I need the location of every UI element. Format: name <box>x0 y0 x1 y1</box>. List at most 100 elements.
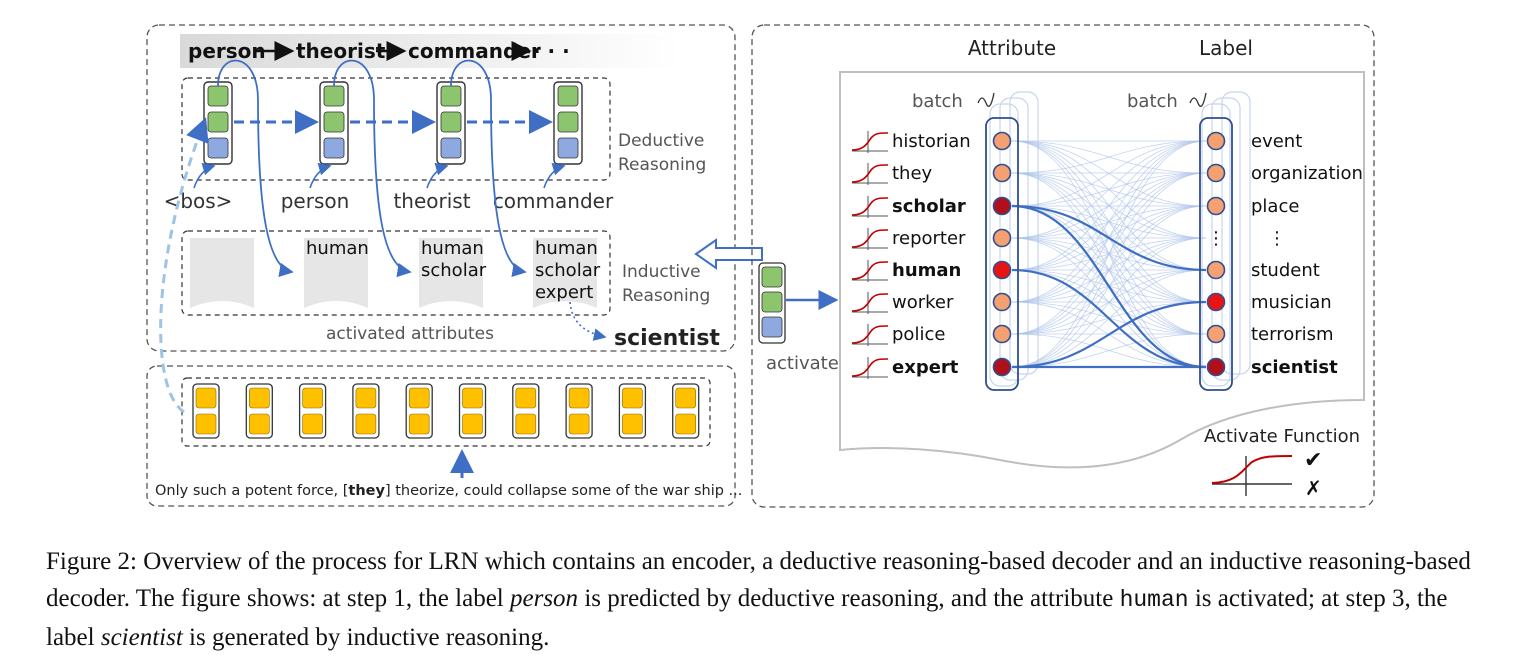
encoder-panel <box>146 365 736 507</box>
strong-connection <box>1011 300 1207 369</box>
encoder-cell <box>515 413 537 435</box>
step-arrows <box>217 59 527 278</box>
deductive-box <box>181 77 611 181</box>
attribute-name: scholar <box>892 196 966 217</box>
to-scientist-arrow <box>569 301 607 341</box>
connection <box>1011 140 1207 174</box>
encoder-cell <box>462 387 483 409</box>
cross-icon: ✗ <box>1305 476 1322 500</box>
encoder-to-decoder-dashed <box>159 117 209 414</box>
encoder-cell <box>675 413 697 435</box>
label-ellipsis: ⋮ <box>1207 228 1225 249</box>
attribute-name: historian <box>892 131 971 152</box>
activate-function-icon <box>1211 455 1293 496</box>
attribute-node <box>992 292 1012 312</box>
card-attribute: scholar <box>535 260 601 281</box>
encoder-cell <box>302 413 323 435</box>
label-name: musician <box>1251 292 1332 313</box>
label-node <box>1206 260 1226 280</box>
attribute-name: worker <box>892 292 954 313</box>
connection <box>1011 172 1207 368</box>
decoder-cell <box>207 85 229 107</box>
network-panel <box>751 24 1375 508</box>
activation-curve-icon <box>851 164 889 183</box>
label-node <box>1206 196 1226 216</box>
label-name: organization <box>1251 163 1363 184</box>
chain-label: · · · <box>533 39 570 63</box>
inductive-output: scientist <box>614 326 720 351</box>
encoder-cell <box>675 387 697 409</box>
decoder-cell <box>207 137 229 159</box>
decoder-input: commander <box>493 189 614 213</box>
decoder-cell <box>440 111 462 133</box>
chain-label: person <box>188 39 266 63</box>
label-node <box>1206 357 1226 377</box>
encoder-cell <box>249 413 270 435</box>
decoder-cell <box>557 111 579 133</box>
step-curve <box>217 59 294 278</box>
decoder-cell <box>440 137 462 159</box>
connection <box>1011 140 1207 239</box>
activate-function-title: Activate Function <box>1204 426 1360 447</box>
attribute-node <box>992 131 1012 151</box>
encoder-cell <box>515 387 537 409</box>
batch-brace-left <box>977 92 995 107</box>
attribute-card <box>190 238 254 308</box>
attribute-name: expert <box>892 357 959 378</box>
label-column <box>1199 117 1233 391</box>
encoder-cell <box>195 387 217 409</box>
connection <box>1011 333 1207 368</box>
attribute-column <box>985 117 1019 391</box>
strong-connection <box>1011 204 1207 369</box>
batch-layer <box>1009 91 1039 375</box>
label-name: student <box>1251 260 1320 281</box>
batch-label-left: batch <box>912 91 963 112</box>
decoder-cell <box>557 85 579 107</box>
activate-cell <box>761 316 783 338</box>
encoder-cell <box>408 387 430 409</box>
bidirectional-arrow <box>694 238 763 270</box>
decoder-cells <box>203 81 583 165</box>
card-attribute: human <box>535 238 598 259</box>
attribute-card <box>304 238 368 308</box>
attribute-node <box>992 324 1012 344</box>
batch-layer <box>1221 91 1251 375</box>
decoder-cell <box>323 137 345 159</box>
connection <box>1011 140 1207 303</box>
input-arrow-small <box>426 162 449 189</box>
activate-cells <box>758 262 786 344</box>
connection <box>1011 140 1207 271</box>
card-attribute: human <box>421 238 484 259</box>
activation-curve-icon <box>851 261 889 280</box>
deductive-label-2: Reasoning <box>618 155 706 175</box>
encoder-cell <box>462 413 483 435</box>
input-arrow-small <box>309 162 332 189</box>
label-name: terrorism <box>1251 324 1334 345</box>
label-name: place <box>1251 196 1299 217</box>
label-name: ⋮ <box>1268 228 1286 249</box>
batch-brace-right <box>1189 92 1207 107</box>
input-arrow-small <box>193 162 216 189</box>
decoder-cell <box>207 111 229 133</box>
activation-curve-icon <box>851 293 889 312</box>
encoder-cell <box>568 413 590 435</box>
inductive-box <box>181 230 611 316</box>
batch-label-right: batch <box>1127 91 1178 112</box>
encoder-cell <box>355 387 377 409</box>
label-header: Label <box>1199 36 1253 60</box>
step-curve <box>450 59 527 278</box>
encoder-cells <box>192 383 700 439</box>
activate-label: activate <box>766 353 839 374</box>
card-attribute: human <box>306 238 369 259</box>
card-attribute: expert <box>535 282 593 303</box>
decoder-input: person <box>281 189 350 213</box>
activation-curve-icon <box>851 229 889 248</box>
chain-label: theorist <box>296 39 386 63</box>
deductive-label-1: Deductive <box>618 131 704 151</box>
inductive-label-1: Inductive <box>622 262 701 282</box>
batch-layer <box>1211 97 1241 381</box>
strong-connection <box>1011 268 1207 369</box>
